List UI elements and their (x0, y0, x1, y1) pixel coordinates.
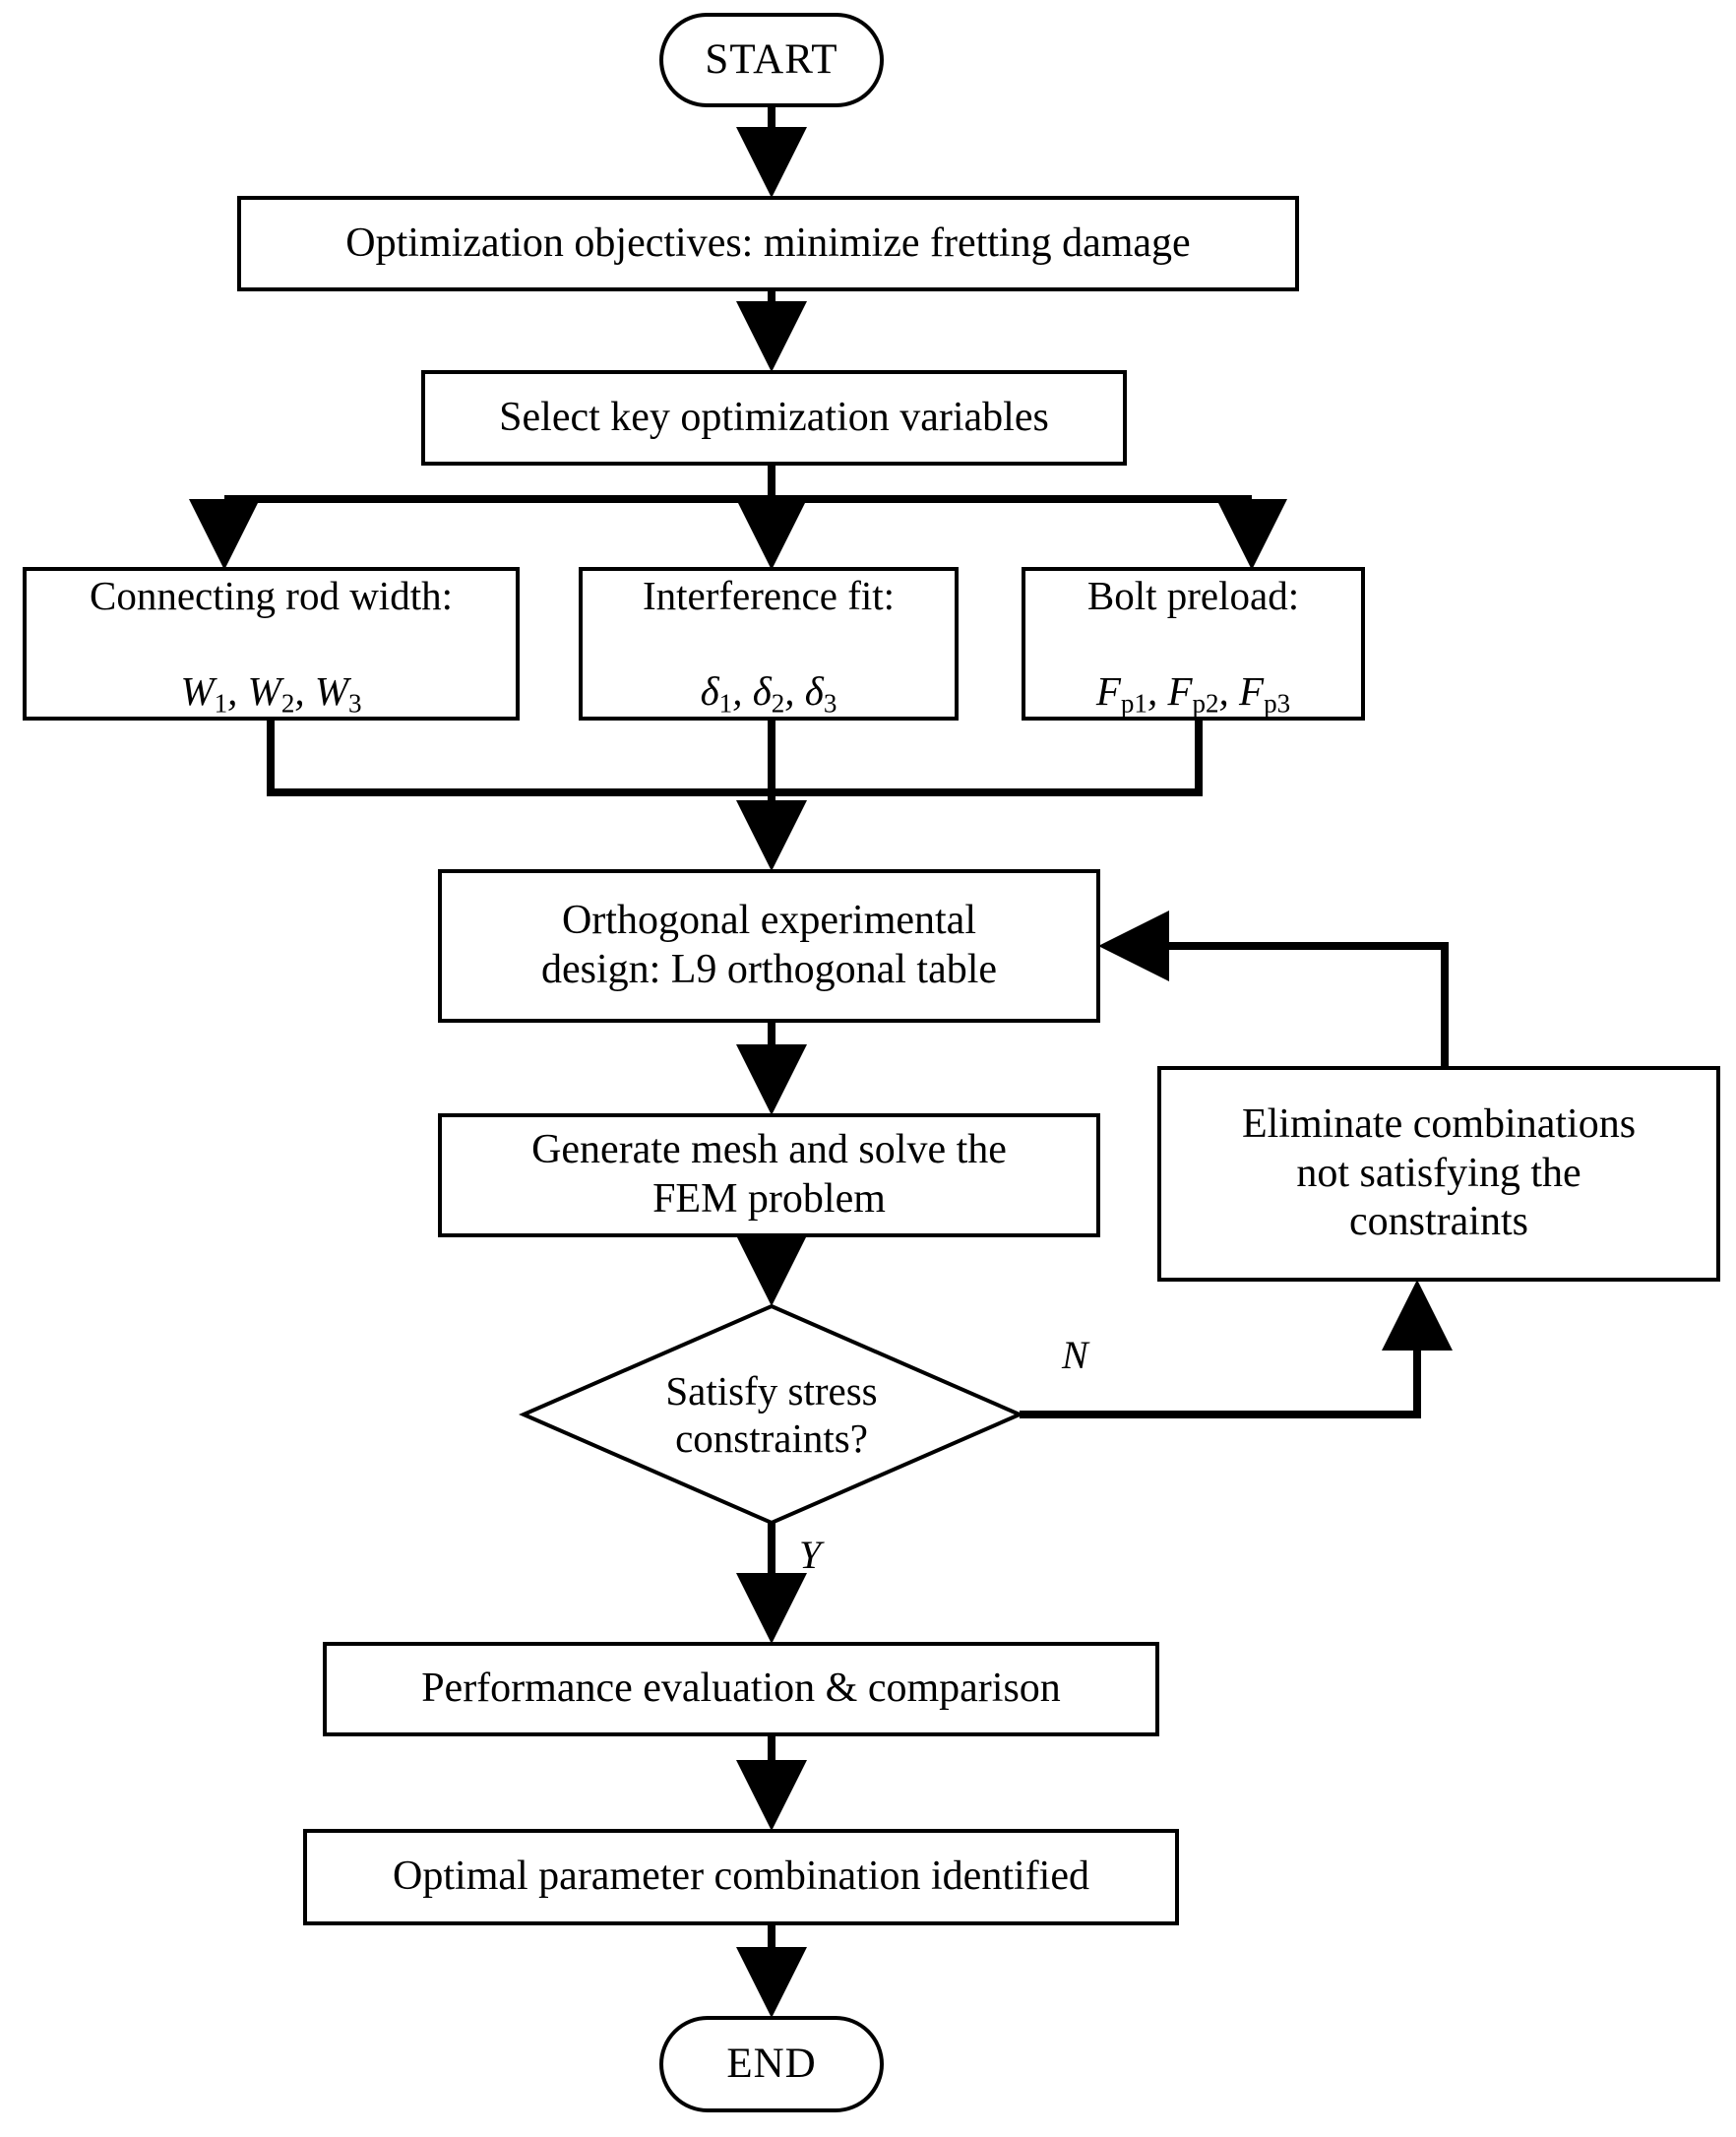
node-select-vars-shape (421, 370, 1127, 466)
node-fem-shape (438, 1113, 1100, 1237)
node-var-width-shape (23, 567, 520, 721)
node-var-preload-shape (1022, 567, 1365, 721)
node-decision-shape (519, 1303, 1024, 1526)
edge-decision-no-to-eliminate (1020, 1280, 1453, 1418)
edge-label-no: N (1062, 1333, 1088, 1377)
node-objectives-shape (237, 196, 1299, 291)
edge-eliminate-to-orthogonal (1098, 911, 1449, 1068)
node-start-shape (659, 13, 884, 107)
node-end-shape (659, 2016, 884, 2112)
node-var-interference-shape (579, 567, 959, 721)
node-eliminate-shape (1157, 1066, 1720, 1282)
edge-label-yes: Y (799, 1533, 822, 1577)
node-orthogonal-shape (438, 869, 1100, 1023)
node-evaluation-shape (323, 1642, 1159, 1736)
node-optimal-shape (303, 1829, 1179, 1925)
